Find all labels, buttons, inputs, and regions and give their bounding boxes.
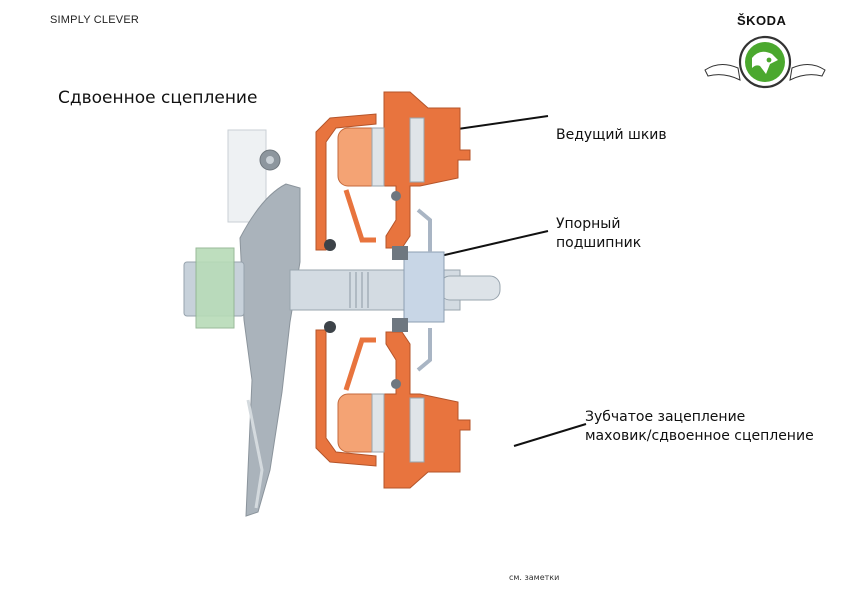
dual-clutch-lower xyxy=(315,321,471,489)
brand-name: ŠKODA xyxy=(737,13,787,28)
release-lever xyxy=(227,129,301,517)
label-thrust-bearing-line2: подшипник xyxy=(556,235,642,251)
label-thrust-bearing: Упорный подшипник xyxy=(556,215,641,253)
notes-footer: см. заметки xyxy=(509,573,560,582)
label-gearing-line2: маховик/сдвоенное сцепление xyxy=(585,428,814,444)
dual-clutch-upper xyxy=(315,91,471,251)
thrust-bearing xyxy=(392,208,432,372)
label-gearing: Зубчатое зацепление маховик/сдвоенное сц… xyxy=(585,408,814,446)
callout-line-gearing xyxy=(513,423,587,447)
label-gearing-line1: Зубчатое зацепление xyxy=(585,409,746,425)
label-thrust-bearing-line1: Упорный xyxy=(556,216,621,232)
skoda-logo-icon xyxy=(704,35,826,89)
slogan-text: SIMPLY CLEVER xyxy=(50,14,140,26)
label-drive-pulley: Ведущий шкив xyxy=(556,127,667,143)
input-shaft xyxy=(183,247,501,329)
page-title: Сдвоенное сцепление xyxy=(58,88,258,108)
callout-line-thrust-bearing xyxy=(435,230,549,258)
